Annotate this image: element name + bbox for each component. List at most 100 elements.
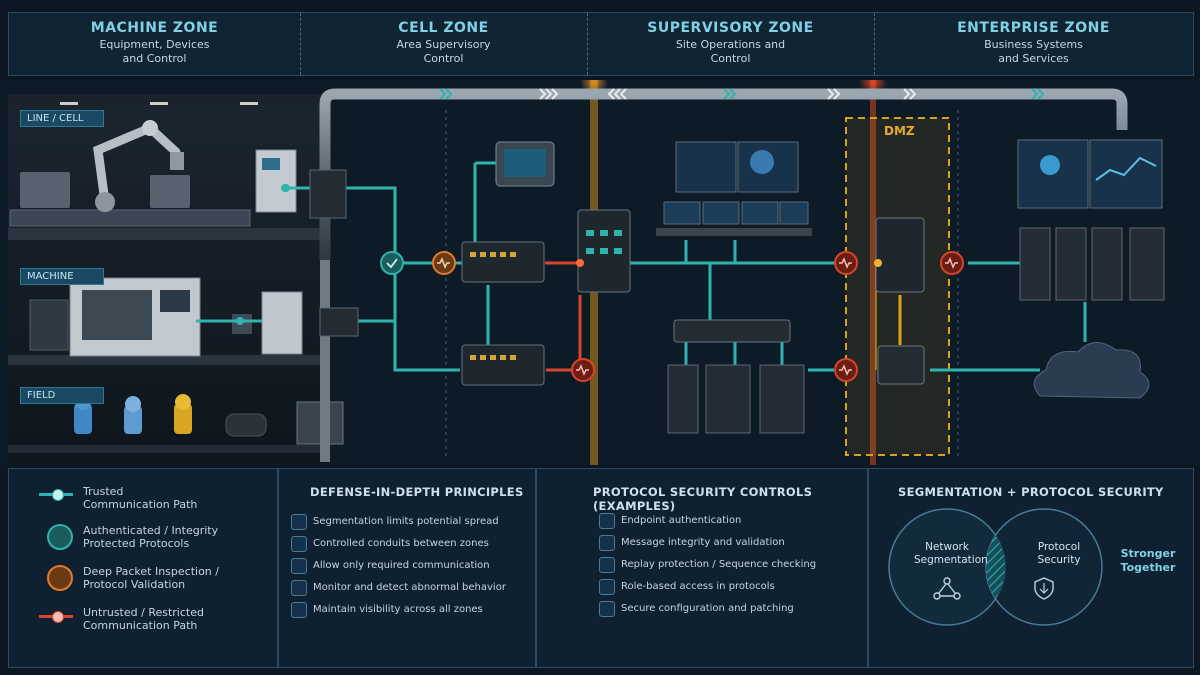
- zone-subtitle-line2: Control: [710, 52, 751, 65]
- protocol-item: Replay protection / Sequence checking: [599, 557, 817, 573]
- zone-subtitle-line1: Equipment, Devices: [99, 38, 210, 51]
- backbone-conduit: [319, 88, 1128, 260]
- defense-item-text: Allow only required communication: [313, 560, 490, 571]
- venn-left-line1: Network: [925, 541, 969, 553]
- protocol-title: PROTOCOL SECURITY CONTROLS (EXAMPLES): [593, 485, 813, 513]
- config-icon: [599, 601, 615, 617]
- untrusted-dot-icon: [52, 611, 64, 623]
- legend-auth-line2: Protected Protocols: [83, 537, 190, 550]
- legend-panel: Trusted Communication Path Authenticated…: [8, 468, 278, 668]
- venn-diagram: [888, 508, 1103, 626]
- zone-header: MACHINE ZONE Equipment, Devices and Cont…: [8, 12, 1194, 76]
- venn-left-line2: Segmentation: [914, 554, 988, 566]
- dmz-firewall: [875, 217, 925, 293]
- zone-switch: [309, 169, 347, 219]
- legend-trusted-line1: Trusted: [83, 485, 124, 498]
- venn-title: SEGMENTATION + PROTOCOL SECURITY: [898, 485, 1164, 499]
- protocol-item-text: Secure configuration and patching: [621, 603, 794, 614]
- zone-subtitle-line1: Area Supervisory: [396, 38, 491, 51]
- protocol-item-text: Replay protection / Sequence checking: [621, 559, 817, 570]
- cell-zone-header: CELL ZONE Area Supervisory Control: [300, 13, 587, 75]
- level-label-line-cell: LINE / CELL: [20, 110, 104, 127]
- cell-switch-top: [461, 241, 545, 283]
- enterprise-zone-header: ENTERPRISE ZONE Business Systems and Ser…: [874, 13, 1193, 75]
- enterprise-dashboards: [1017, 139, 1163, 209]
- segmentation-venn-panel: SEGMENTATION + PROTOCOL SECURITY Network…: [868, 468, 1194, 668]
- legend-auth-line1: Authenticated / Integrity: [83, 524, 219, 537]
- dmz-label: DMZ: [884, 124, 915, 138]
- trusted-dot-icon: [52, 489, 64, 501]
- zone-subtitle-line2: and Services: [998, 52, 1069, 65]
- allow-icon: [291, 558, 307, 574]
- protocol-item-text: Message integrity and validation: [621, 537, 785, 548]
- protocol-item: Secure configuration and patching: [599, 601, 794, 617]
- visibility-icon: [291, 602, 307, 618]
- zone-divider: [300, 13, 301, 75]
- machine-controller: [261, 291, 303, 355]
- defense-item: Monitor and detect abnormal behavior: [291, 580, 506, 596]
- legend-dpi-line1: Deep Packet Inspection /: [83, 565, 219, 578]
- cloud: [1033, 342, 1150, 399]
- defense-item-text: Controlled conduits between zones: [313, 538, 489, 549]
- stronger-together-label: Stronger Together: [1115, 547, 1181, 575]
- legend-dpi-line2: Protocol Validation: [83, 578, 186, 591]
- zone-title: CELL ZONE: [398, 20, 489, 36]
- dpi-icon: [47, 565, 73, 591]
- network-nodes-icon: [933, 577, 961, 600]
- zone-subtitle-line1: Business Systems: [984, 38, 1083, 51]
- shield-icon: [1034, 577, 1054, 600]
- auth-badge: [380, 251, 404, 275]
- zone-subtitle-line1: Site Operations and: [675, 38, 786, 51]
- replay-icon: [599, 557, 615, 573]
- legend-untrusted-line1: Untrusted / Restricted: [83, 606, 204, 619]
- trusted-paths: [196, 161, 1087, 372]
- defense-item-text: Segmentation limits potential spread: [313, 516, 499, 527]
- robot-arm: [93, 122, 181, 207]
- venn-right-label: Protocol Security: [1025, 541, 1093, 567]
- tag-line1: Stronger: [1120, 547, 1176, 560]
- auth-protocol-icon: [47, 524, 73, 550]
- network-diagram: [0, 80, 1200, 465]
- field-instruments: [74, 394, 267, 437]
- monitor-icon: [291, 580, 307, 596]
- machine-switch: [319, 307, 359, 337]
- defense-in-depth-panel: DEFENSE-IN-DEPTH PRINCIPLES Segmentation…: [278, 468, 536, 668]
- legend-untrusted-line2: Communication Path: [83, 619, 198, 632]
- authentication-icon: [599, 513, 615, 529]
- server-rack: [705, 364, 751, 434]
- supervisory-monitors: [656, 141, 812, 236]
- enterprise-servers: [1019, 227, 1165, 301]
- untrusted-badge: [571, 251, 964, 382]
- defense-item-text: Monitor and detect abnormal behavior: [313, 582, 506, 593]
- zone-divider: [587, 13, 588, 75]
- server-rack: [667, 364, 699, 434]
- zone-title: SUPERVISORY ZONE: [647, 20, 814, 36]
- supervisory-zone-header: SUPERVISORY ZONE Site Operations and Con…: [587, 13, 874, 75]
- defense-item: Maintain visibility across all zones: [291, 602, 483, 618]
- zone-title: ENTERPRISE ZONE: [957, 20, 1110, 36]
- zone-subtitle-line2: Control: [423, 52, 464, 65]
- zone-subtitle-line2: and Control: [122, 52, 187, 65]
- venn-right-line2: Security: [1037, 554, 1081, 566]
- venn-right-line1: Protocol: [1037, 541, 1081, 553]
- defense-item-text: Maintain visibility across all zones: [313, 604, 483, 615]
- protocol-item: Role-based access in protocols: [599, 579, 775, 595]
- protocol-item: Endpoint authentication: [599, 513, 741, 529]
- supervisory-switch: [673, 319, 791, 343]
- defense-title: DEFENSE-IN-DEPTH PRINCIPLES: [310, 485, 524, 499]
- defense-item: Controlled conduits between zones: [291, 536, 489, 552]
- level-label-machine: MACHINE: [20, 268, 104, 285]
- cell-switch-bottom: [461, 344, 545, 386]
- dpi-badge: [432, 251, 456, 275]
- supervisory-enterprise-boundary: [870, 80, 876, 465]
- dmz-server: [877, 345, 925, 385]
- venn-left-label: Network Segmentation: [914, 541, 988, 567]
- level-label-field: FIELD: [20, 387, 104, 404]
- protocol-item-text: Role-based access in protocols: [621, 581, 775, 592]
- machine-zone-header: MACHINE ZONE Equipment, Devices and Cont…: [9, 13, 300, 75]
- zone-divider: [874, 13, 875, 75]
- defense-item: Allow only required communication: [291, 558, 490, 574]
- protocol-item: Message integrity and validation: [599, 535, 785, 551]
- integrity-icon: [599, 535, 615, 551]
- conduit-icon: [291, 536, 307, 552]
